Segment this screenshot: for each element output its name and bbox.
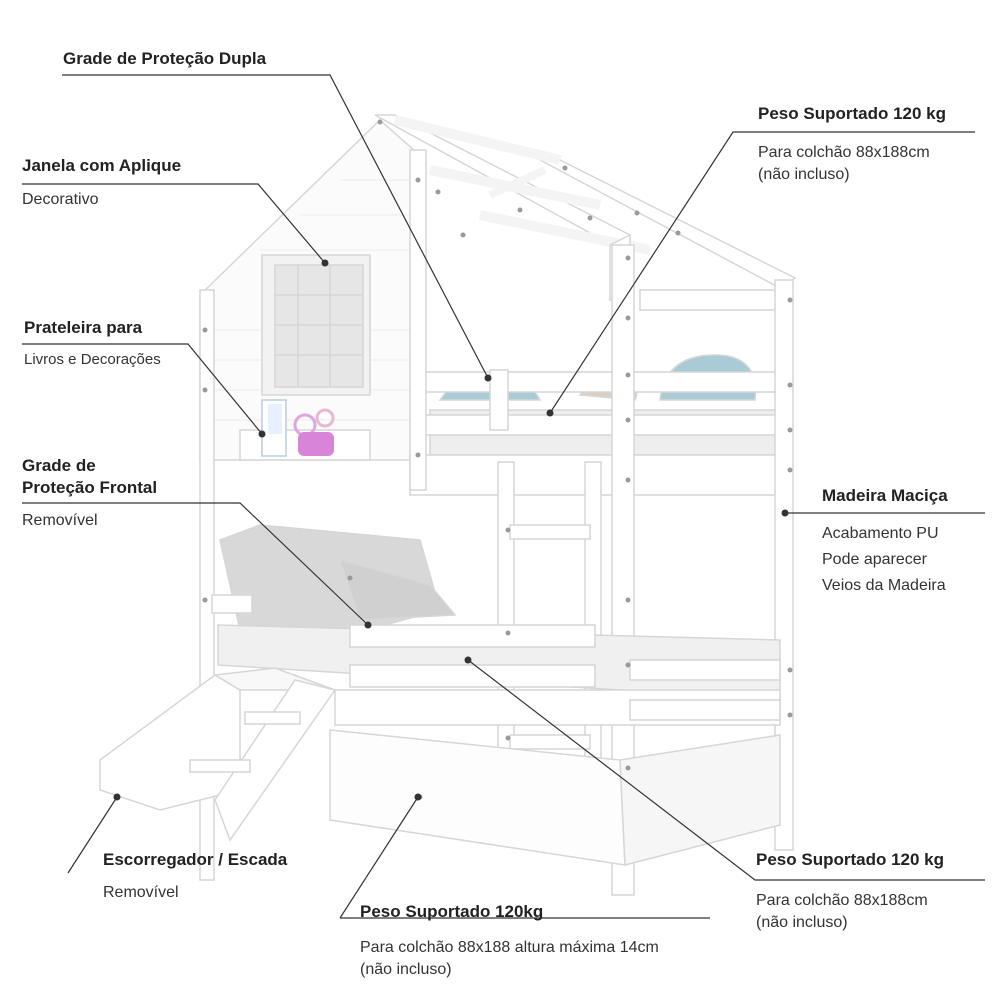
peso-meio-title: Peso Suportado 120 kg [756, 850, 944, 869]
grade-frontal-title-1: Grade de [22, 456, 96, 475]
trundle-drawer [329, 729, 626, 866]
grade-frontal-title-2: Proteção Frontal [22, 478, 158, 497]
madeira-desc-1: Acabamento PU [822, 525, 939, 542]
slide [99, 674, 241, 811]
peso-topo-title: Peso Suportado 120 kg [758, 104, 946, 123]
peso-baixo-title: Peso Suportado 120kg [360, 902, 544, 921]
escorregador-title: Escorregador / Escada [103, 850, 288, 869]
peso-baixo-desc-2: (não incluso) [360, 961, 452, 978]
prateleira-desc: Livros e Decorações [24, 351, 161, 368]
janela-title: Janela com Aplique [22, 156, 182, 175]
madeira-desc-3: Veios da Madeira [822, 577, 946, 594]
peso-baixo-desc-1: Para colchão 88x188 altura máxima 14cm [360, 939, 659, 956]
peso-topo-desc-2: (não incluso) [758, 166, 850, 183]
madeira-title: Madeira Maciça [822, 486, 948, 505]
peso-topo-desc-1: Para colchão 88x188cm [758, 144, 930, 161]
grade-dupla-title: Grade de Proteção Dupla [63, 49, 267, 68]
peso-meio-desc-1: Para colchão 88x188cm [756, 892, 928, 909]
janela-desc: Decorativo [22, 191, 99, 208]
madeira-desc-2: Pode aparecer [822, 551, 927, 568]
window-frame [261, 254, 371, 396]
escorregador-desc: Removível [103, 884, 179, 901]
peso-meio-desc-2: (não incluso) [756, 914, 848, 931]
grade-frontal-desc: Removível [22, 512, 98, 529]
prateleira-title: Prateleira para [24, 318, 143, 337]
